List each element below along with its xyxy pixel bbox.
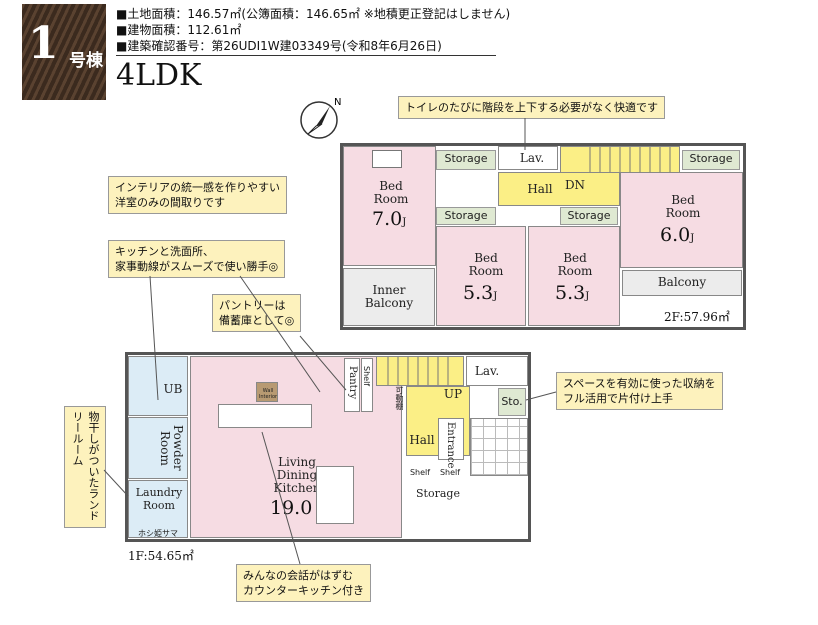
- storage-2f-1: Storage: [436, 150, 496, 170]
- building-area: ■建物面積：112.61㎡: [116, 23, 242, 37]
- lav-2f-label: Lav.: [519, 151, 545, 165]
- note-pantry-line-1: パントリーは: [219, 299, 286, 312]
- note-counter-line-1: みんなの会話がはずむ: [243, 569, 353, 582]
- pantry-label: Pantry: [347, 366, 358, 400]
- compass-label: N: [334, 97, 341, 108]
- storage-2f-3: Storage: [560, 207, 618, 225]
- property-info: ■土地面積：146.57㎡(公簿面積：146.65㎡ ※地積更正登記はしません)…: [116, 6, 510, 54]
- balcony: [622, 270, 742, 296]
- storage-2f-2: Storage: [436, 207, 496, 225]
- bed-room-3: [528, 226, 620, 326]
- laundry-room-label: Laundry Room: [135, 486, 183, 512]
- lav-1f: [466, 356, 528, 386]
- entrance-label: Entrance: [445, 422, 456, 469]
- shelf-1f: [361, 358, 373, 412]
- unit-bath-label: UB: [163, 382, 183, 396]
- dn-label: DN: [564, 178, 586, 192]
- hall-2f-label: Hall: [527, 182, 553, 196]
- hoshi-label: ホシ姫サマ: [138, 529, 178, 538]
- stairs-1f: [376, 356, 464, 386]
- note-storage-line-2: フル活用で片付け上手: [563, 392, 673, 405]
- building-number: 1: [28, 18, 59, 69]
- lav-1f-label: Lav.: [474, 364, 500, 378]
- bed-room-3-label: Bed Room: [557, 251, 593, 278]
- laundry-room: [128, 480, 188, 538]
- note-storage-line-1: スペースを有効に使った収納を: [563, 377, 716, 390]
- pantry: [344, 358, 360, 412]
- note-kitchen: キッチンと洗面所、 家事動線がスムーズで使い勝手◎: [108, 240, 286, 278]
- bed-room-2-label: Bed Room: [468, 251, 504, 278]
- note-interior: インテリアの統一感を作りやすい 洋室のみの間取りです: [108, 176, 287, 214]
- floor-1-area: 1F:54.65㎡: [128, 549, 194, 563]
- building-number-suffix: 号棟: [69, 51, 103, 71]
- wall-interior-icon: Wall Interior: [256, 382, 278, 402]
- shelf-1f-a: Shelf: [409, 468, 431, 477]
- bed-icon: [372, 150, 402, 168]
- hall-1f-label: Hall: [409, 433, 435, 447]
- storage-2f-4: Storage: [682, 150, 740, 170]
- bed-room-4-label: Bed Room: [665, 193, 701, 220]
- lav-2f: [498, 146, 558, 170]
- kitchen-counter: [218, 404, 312, 428]
- stairs-icon: [589, 147, 671, 173]
- note-laundry: 物干しがついたランドリールーム: [64, 406, 106, 528]
- building-number-badge: 1 号棟: [22, 4, 106, 100]
- powder-room-label: Powder Room: [158, 425, 185, 471]
- movable-shelf-label: 可動棚: [395, 386, 404, 410]
- storage-1f-small: Sto.: [498, 388, 526, 416]
- bed-room-4-size: 6.0J: [660, 224, 695, 246]
- shelf-1f-label: Shelf: [362, 366, 371, 387]
- note-kitchen-line-2: 家事動線がスムーズで使い勝手◎: [115, 260, 279, 273]
- bed-room-4: [620, 172, 743, 268]
- note-counter: みんなの会話がはずむ カウンターキッチン付き: [236, 564, 371, 602]
- porch: [470, 418, 528, 476]
- powder-room: [128, 417, 188, 479]
- floor-2-area: 2F:57.96㎡: [664, 310, 730, 324]
- note-toilet: トイレのたびに階段を上下する必要がなく快適です: [398, 96, 665, 119]
- permit-number: ■建築確認番号：第26UDI1W建03349号(令和8年6月26日): [116, 39, 442, 53]
- compass-icon: N: [300, 97, 341, 139]
- bed-room-1-size: 7.0J: [372, 208, 407, 230]
- bed-room-2: [436, 226, 526, 326]
- note-kitchen-line-1: キッチンと洗面所、: [115, 245, 214, 258]
- note-interior-line-2: 洋室のみの間取りです: [115, 196, 225, 209]
- inner-balcony-label: Inner Balcony: [364, 283, 414, 310]
- note-toilet-pointer: [524, 118, 526, 150]
- inner-balcony: [343, 268, 435, 326]
- ldk-size: 19.0: [270, 497, 313, 519]
- layout-type: 4LDK: [116, 58, 202, 93]
- sofa: [316, 466, 354, 524]
- land-area: ■土地面積：146.57㎡(公簿面積：146.65㎡ ※地積更正登記はしません): [116, 7, 511, 21]
- storage-1f-label: Storage: [416, 487, 460, 500]
- ldk-label: Living Dining Kitchen: [273, 455, 321, 495]
- stairs-1f-icon: [387, 357, 449, 385]
- entrance: [438, 418, 464, 460]
- hall-2f: [498, 172, 620, 206]
- note-counter-line-2: カウンターキッチン付き: [243, 584, 364, 597]
- bed-room-3-size: 5.3J: [555, 282, 590, 304]
- note-pantry-line-2: 備蓄庫として◎: [219, 314, 295, 327]
- info-underline: [116, 55, 496, 56]
- up-label: UP: [443, 387, 463, 401]
- bed-room-2-size: 5.3J: [463, 282, 498, 304]
- bed-room-1-label: Bed Room: [373, 179, 409, 206]
- note-interior-line-1: インテリアの統一感を作りやすい: [115, 181, 280, 194]
- note-storage: スペースを有効に使った収納を フル活用で片付け上手: [556, 372, 723, 410]
- shelf-1f-b: Shelf: [439, 468, 461, 477]
- balcony-label: Balcony: [657, 275, 707, 289]
- unit-bath: [128, 356, 188, 416]
